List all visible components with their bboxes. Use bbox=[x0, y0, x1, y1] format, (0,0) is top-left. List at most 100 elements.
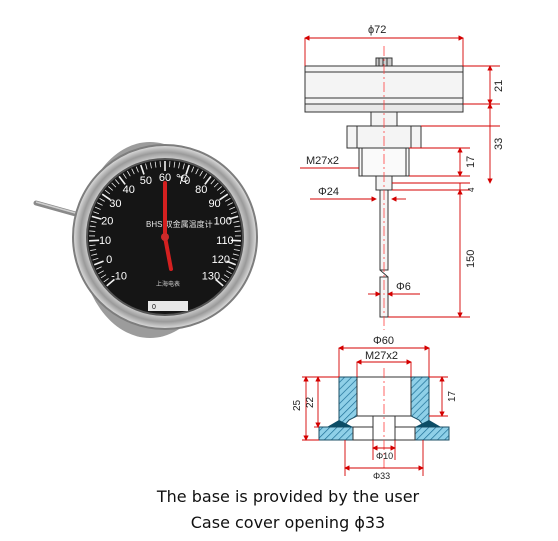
gauge-tick bbox=[91, 253, 98, 256]
gauge-tick bbox=[229, 206, 236, 210]
gauge-tick bbox=[93, 260, 104, 266]
gauge-scale-label: 130 bbox=[202, 271, 220, 283]
gauge-tick bbox=[228, 266, 234, 270]
gauge-tick bbox=[101, 193, 111, 201]
gauge-tick bbox=[118, 175, 126, 185]
dim-phi6: Φ6 bbox=[396, 281, 411, 293]
gauge-unit-label: °C bbox=[176, 173, 188, 185]
gauge-tick bbox=[90, 220, 97, 223]
gauge-tick bbox=[89, 244, 96, 247]
gauge-tick bbox=[195, 168, 199, 175]
gauge-tick bbox=[131, 168, 135, 175]
dim-phi24: Φ24 bbox=[318, 186, 339, 198]
gauge-tick bbox=[227, 202, 233, 206]
gauge-tick bbox=[91, 215, 102, 220]
gauge-tick bbox=[231, 257, 238, 261]
gauge-tick bbox=[210, 179, 216, 185]
gauge-tick bbox=[223, 274, 230, 279]
gauge-tick bbox=[94, 206, 101, 210]
gauge-scale-label: 60 bbox=[159, 172, 171, 184]
gauge-tick bbox=[103, 278, 109, 283]
dimension-labels-base: Φ60 M27x2 25 22 17 Φ10 Φ33 bbox=[292, 335, 458, 481]
gauge-tick bbox=[114, 179, 120, 185]
gauge-tick bbox=[89, 225, 96, 228]
caption-opening-note: Case cover opening ϕ33 bbox=[190, 513, 386, 532]
dimension-lines-top bbox=[300, 35, 500, 318]
dim-phi60: Φ60 bbox=[373, 335, 394, 347]
gauge-tick bbox=[219, 193, 229, 201]
gauge-scale-label: 0 bbox=[106, 254, 112, 266]
gauge-scale-label: 120 bbox=[212, 254, 230, 266]
gauge-pivot bbox=[161, 233, 169, 241]
gauge-maker-label: 上海电表 bbox=[156, 280, 180, 288]
gauge-tick bbox=[122, 173, 127, 179]
gauge-scale-label: 30 bbox=[109, 198, 121, 210]
gauge-tick bbox=[154, 161, 157, 168]
gauge-scale-label: 70 bbox=[178, 175, 190, 187]
dim-150: 150 bbox=[465, 250, 477, 268]
gauge-tick bbox=[203, 173, 208, 179]
gauge-pointer-tail bbox=[163, 235, 173, 271]
gauge-scale-label: -10 bbox=[111, 271, 127, 283]
gauge-tick bbox=[98, 270, 104, 275]
gauge-tick bbox=[225, 198, 231, 202]
gauge-tick bbox=[204, 175, 212, 185]
caption-base-note: The base is provided by the user bbox=[156, 487, 420, 506]
dim-17-top: 17 bbox=[465, 156, 477, 168]
gauge-tick bbox=[221, 278, 227, 283]
gauge-tick bbox=[93, 211, 100, 215]
gauge-tick bbox=[96, 266, 102, 270]
dim-22: 22 bbox=[305, 396, 316, 408]
dim-phi72: ϕ72 bbox=[368, 24, 386, 36]
gauge-tick bbox=[92, 257, 99, 261]
dim-phi33: Φ33 bbox=[373, 471, 390, 481]
gauge-tick bbox=[234, 244, 241, 247]
gauge-tick bbox=[111, 182, 117, 188]
gauge-tick bbox=[216, 186, 222, 191]
dim-phi10: Φ10 bbox=[376, 451, 393, 461]
dim-33: 33 bbox=[493, 138, 505, 150]
gauge-tick bbox=[233, 220, 240, 223]
gauge-tick bbox=[149, 162, 152, 169]
base-plate-right bbox=[414, 426, 450, 441]
gauge-tick bbox=[104, 189, 111, 195]
gauge-tick bbox=[100, 274, 107, 279]
dim-25: 25 bbox=[292, 399, 303, 411]
gauge-tick bbox=[145, 163, 148, 170]
gauge-tick bbox=[226, 260, 237, 266]
gauge-tick bbox=[219, 189, 226, 195]
gauge-tick bbox=[226, 270, 232, 275]
gauge-tick bbox=[230, 211, 237, 215]
gauge-tick bbox=[182, 163, 185, 170]
dim-thread-base: M27x2 bbox=[365, 350, 398, 362]
gauge-tick bbox=[90, 249, 97, 251]
gauge-tick bbox=[233, 249, 240, 251]
gauge-tick bbox=[97, 202, 103, 206]
gauge-tick bbox=[232, 253, 239, 256]
gauge-scale-label: 100 bbox=[214, 216, 232, 228]
dim-17-base: 17 bbox=[447, 390, 458, 402]
gauge-tick bbox=[178, 162, 181, 169]
gauge-tick bbox=[199, 170, 204, 177]
dim-21: 21 bbox=[493, 80, 505, 92]
gauge-tick bbox=[126, 170, 131, 177]
base-plate-left bbox=[318, 426, 354, 441]
gauge-scale-label: 110 bbox=[216, 235, 234, 247]
gauge-tick bbox=[191, 166, 195, 173]
gauge-model-label: BHS 双金属温度计 bbox=[146, 219, 213, 229]
gauge-tick bbox=[108, 186, 114, 191]
gauge-tick bbox=[135, 166, 139, 173]
dim-4: 4 bbox=[467, 187, 476, 192]
gauge-tick bbox=[185, 164, 190, 175]
gauge-tick bbox=[215, 278, 224, 287]
gauge-scale-label: 20 bbox=[101, 216, 113, 228]
gauge-tick bbox=[140, 164, 145, 175]
gauge-tick bbox=[106, 278, 115, 287]
dimension-lines-base bbox=[302, 345, 448, 476]
gauge-ticks bbox=[89, 161, 241, 287]
gauge-badge bbox=[148, 301, 188, 311]
gauge-scale-label: 90 bbox=[208, 198, 220, 210]
